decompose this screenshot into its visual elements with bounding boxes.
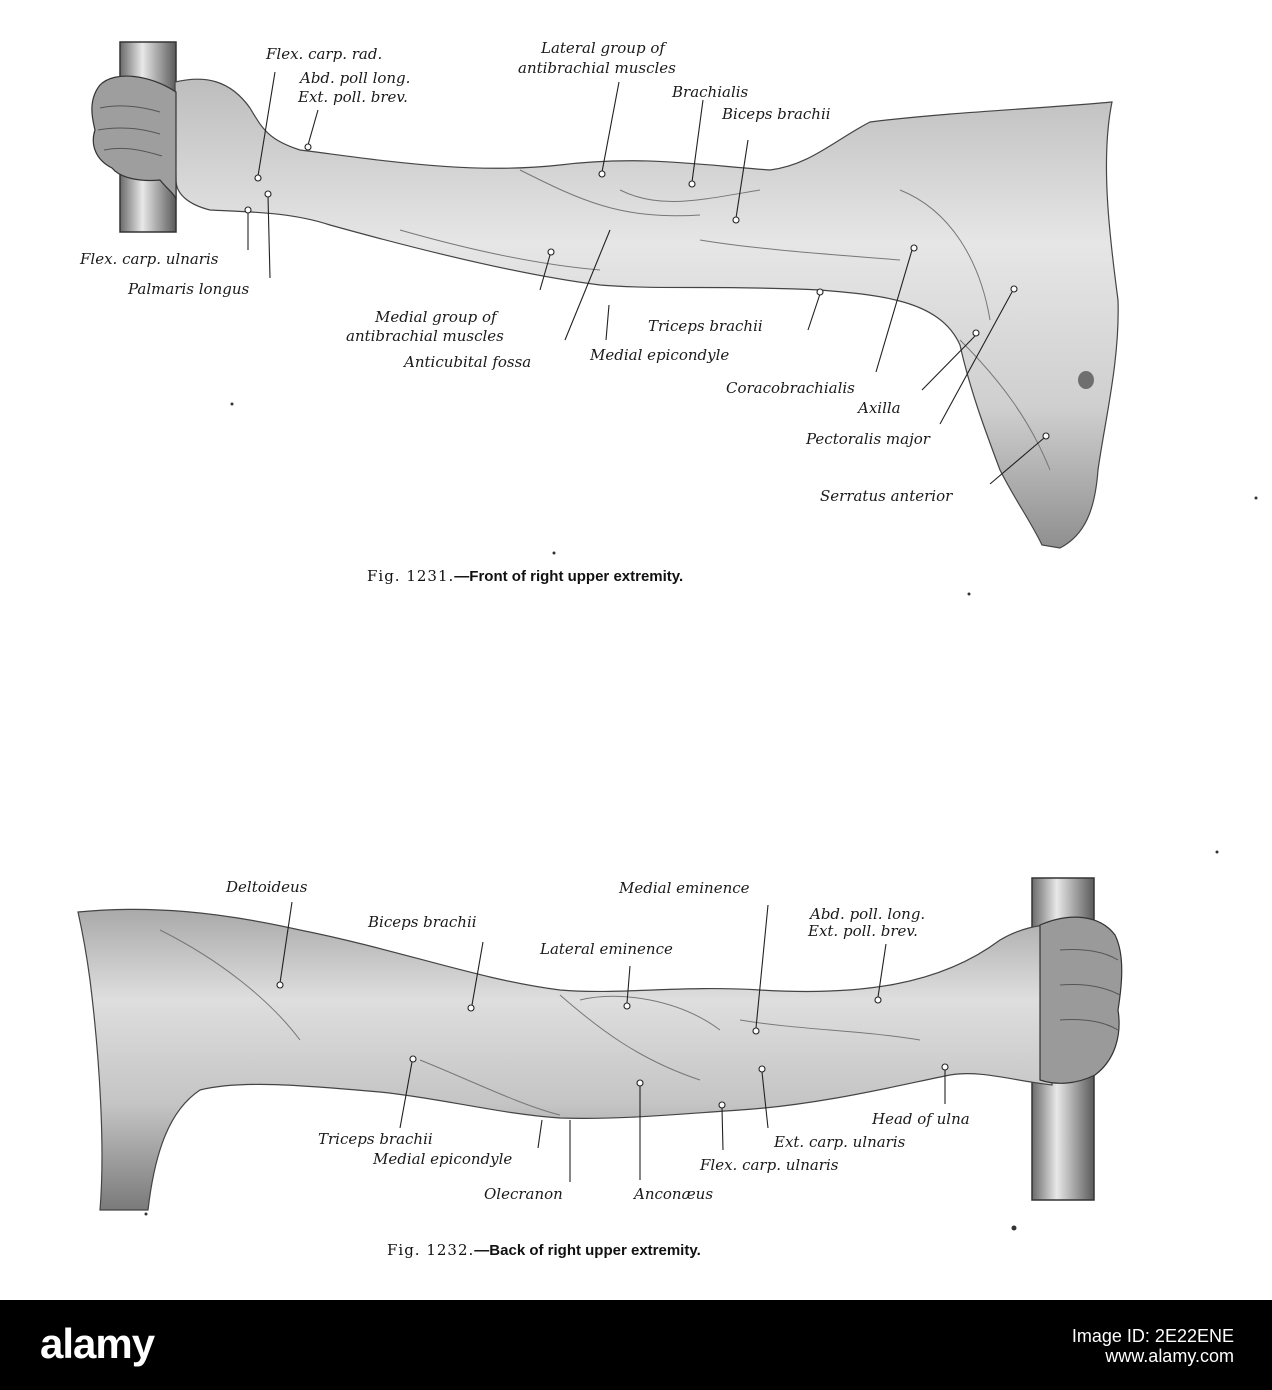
label-brachialis: Brachialis [672,83,749,101]
label-ext-poll-brev: Ext. poll. brev. [298,88,408,106]
label-biceps-brachii-back: Biceps brachii [368,913,477,931]
back-arm-shape [77,908,1053,1211]
label-flex-carp-ulnaris-back: Flex. carp. ulnaris [700,1156,839,1174]
label-head-of-ulna: Head of ulna [872,1110,970,1128]
label-medial-epicondyle-front: Medial epicondyle [590,346,730,364]
label-flex-carp-rad: Flex. carp. rad. [266,45,383,63]
label-triceps-brachii-front: Triceps brachii [648,317,763,335]
alamy-logo: alamy [40,1320,155,1367]
label-triceps-brachii-back: Triceps brachii [318,1130,433,1148]
label-ext-carp-ulnaris: Ext. carp. ulnaris [774,1133,906,1151]
label-deltoideus: Deltoideus [226,878,308,896]
front-arm-figure [91,41,1119,549]
label-biceps-brachii-front: Biceps brachii [722,105,831,123]
print-specks [144,402,1258,1231]
label-medial-group-line2: antibrachial muscles [346,327,504,345]
caption-fig-1231-number: Fig. 1231. [367,567,455,585]
label-medial-group-line1: Medial group of [375,308,497,326]
label-anconaeus: Anconæus [634,1185,714,1203]
caption-fig-1232-number: Fig. 1232. [387,1241,475,1259]
front-hand-shape [91,75,177,201]
label-lateral-group-line2: antibrachial muscles [518,59,676,77]
label-medial-epicondyle-back: Medial epicondyle [373,1150,513,1168]
label-lateral-eminence: Lateral eminence [540,940,673,958]
front-hand-creases [97,105,163,157]
back-arm-figure [77,877,1123,1211]
back-fist-shape [1039,916,1123,1084]
label-abd-poll-long-back: Abd. poll. long. [810,905,926,923]
stock-watermark-bar: alamy Image ID: 2E22ENE www.alamy.com [0,1300,1272,1390]
nipple-mark [1078,371,1094,389]
label-pectoralis-major: Pectoralis major [806,430,930,448]
stock-image-info: Image ID: 2E22ENE www.alamy.com [1072,1326,1234,1366]
label-serratus-anterior: Serratus anterior [820,487,953,505]
caption-fig-1232-text: —Back of right upper extremity. [474,1242,701,1259]
back-muscle-contours [159,929,921,1116]
label-anticubital-fossa: Anticubital fossa [404,353,532,371]
label-olecranon: Olecranon [484,1185,563,1203]
caption-fig-1231: Fig. 1231.—Front of right upper extremit… [367,567,683,585]
label-palmaris-longus: Palmaris longus [128,280,250,298]
caption-fig-1232: Fig. 1232.—Back of right upper extremity… [387,1241,701,1259]
label-coracobrachialis: Coracobrachialis [726,379,855,397]
label-medial-eminence: Medial eminence [619,879,750,897]
label-abd-poll-long: Abd. poll long. [300,69,411,87]
front-leaders [244,71,1050,485]
label-axilla: Axilla [858,399,901,417]
label-flex-carp-ulnaris-front: Flex. carp. ulnaris [80,250,219,268]
label-lateral-group-line1: Lateral group of [541,39,665,57]
back-leaders [276,901,949,1182]
stock-image-id: Image ID: 2E22ENE [1071,1326,1234,1346]
stock-site-url: www.alamy.com [1105,1346,1234,1366]
anatomy-plate: Flex. carp. rad. Abd. poll long. Ext. po… [77,39,1258,1259]
arm-illustrations [77,41,1258,1231]
back-fist-creases [1059,949,1121,1031]
label-ext-poll-brev-back: Ext. poll. brev. [808,922,918,940]
front-arm-shape [174,78,1119,549]
caption-fig-1231-text: —Front of right upper extremity. [454,568,684,585]
